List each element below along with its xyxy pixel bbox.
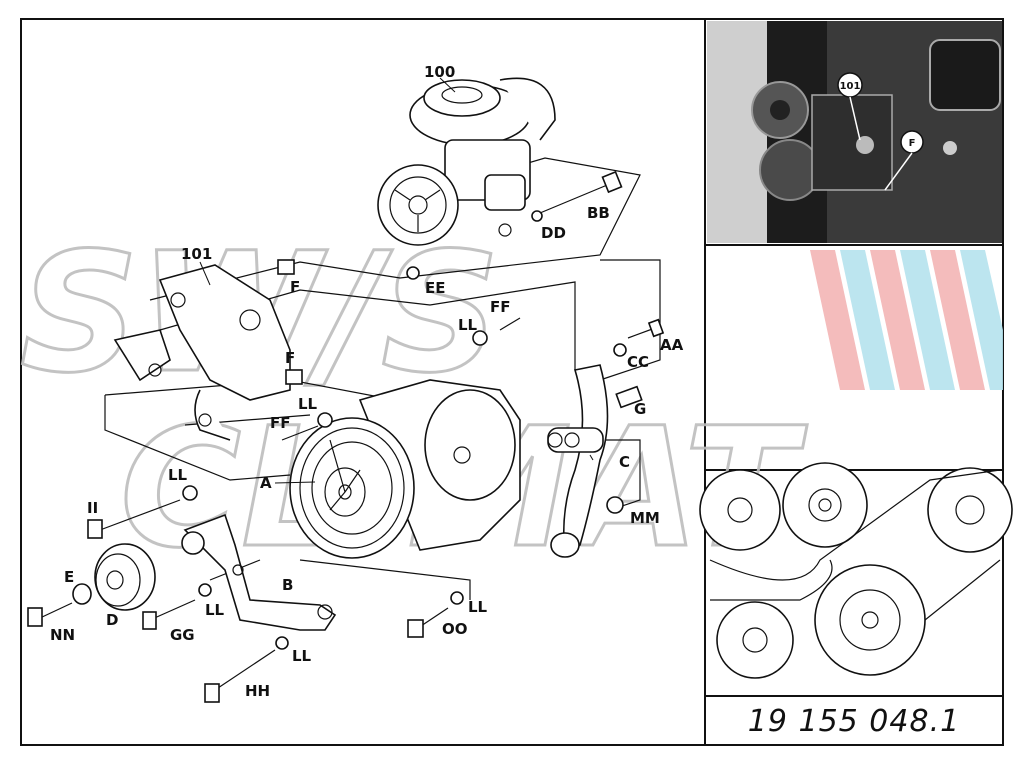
label-II: II	[87, 499, 98, 517]
label-HH: HH	[245, 682, 270, 700]
label-LL-6: LL	[292, 647, 312, 665]
label-CC: CC	[627, 353, 649, 371]
label-101: 101	[181, 245, 212, 263]
photo-engine-bay: 101 F	[707, 21, 1002, 243]
bracket-B	[181, 513, 337, 631]
label-MM: MM	[630, 509, 660, 527]
belt-routing-drawing	[699, 462, 1013, 679]
leader-lines	[199, 77, 594, 484]
bracket-101	[113, 264, 291, 441]
label-DD: DD	[541, 224, 566, 242]
label-F-mid: F	[285, 349, 295, 367]
compressor-clutch-pulley	[289, 417, 415, 559]
label-B: B	[282, 576, 293, 594]
label-GG: GG	[170, 626, 195, 644]
label-C: C	[619, 453, 630, 471]
part-number: 19 155 048.1	[747, 703, 961, 739]
label-LL-5: LL	[468, 598, 488, 616]
callout-labels: 100 101 BB DD EE F F LL FF AA CC G LL FF…	[50, 63, 684, 700]
label-LL-1: LL	[458, 316, 478, 334]
label-G: G	[634, 400, 646, 418]
pulley-bottom-left	[716, 601, 794, 679]
photo-label-F: F	[909, 138, 916, 149]
bracket-C	[547, 364, 609, 558]
power-steering-pump	[377, 77, 556, 246]
label-AA: AA	[660, 336, 684, 354]
watermark-flag-stripes	[810, 250, 1003, 390]
compressor-pulley	[814, 564, 926, 676]
label-E: E	[64, 568, 74, 586]
label-FF-2: FF	[270, 414, 291, 432]
label-LL-3: LL	[168, 466, 188, 484]
label-OO: OO	[442, 620, 468, 638]
label-D: D	[106, 611, 118, 629]
label-NN: NN	[50, 626, 75, 644]
label-LL-4: LL	[205, 601, 225, 619]
label-BB: BB	[587, 204, 610, 222]
bolts	[27, 170, 665, 703]
label-100: 100	[424, 63, 455, 81]
label-LL-2: LL	[298, 395, 318, 413]
label-F-top: F	[290, 278, 300, 296]
label-EE: EE	[425, 279, 446, 297]
photo-label-101: 101	[840, 81, 861, 92]
idler-pulley-top-left	[699, 469, 781, 551]
ac-compressor	[289, 379, 521, 559]
label-A: A	[260, 474, 272, 492]
label-FF-1: FF	[490, 298, 511, 316]
idler-pulley-D	[72, 543, 156, 611]
panel-dividers	[704, 19, 1003, 746]
pulley-top-center	[782, 462, 868, 548]
pulley-top-right	[927, 467, 1013, 553]
